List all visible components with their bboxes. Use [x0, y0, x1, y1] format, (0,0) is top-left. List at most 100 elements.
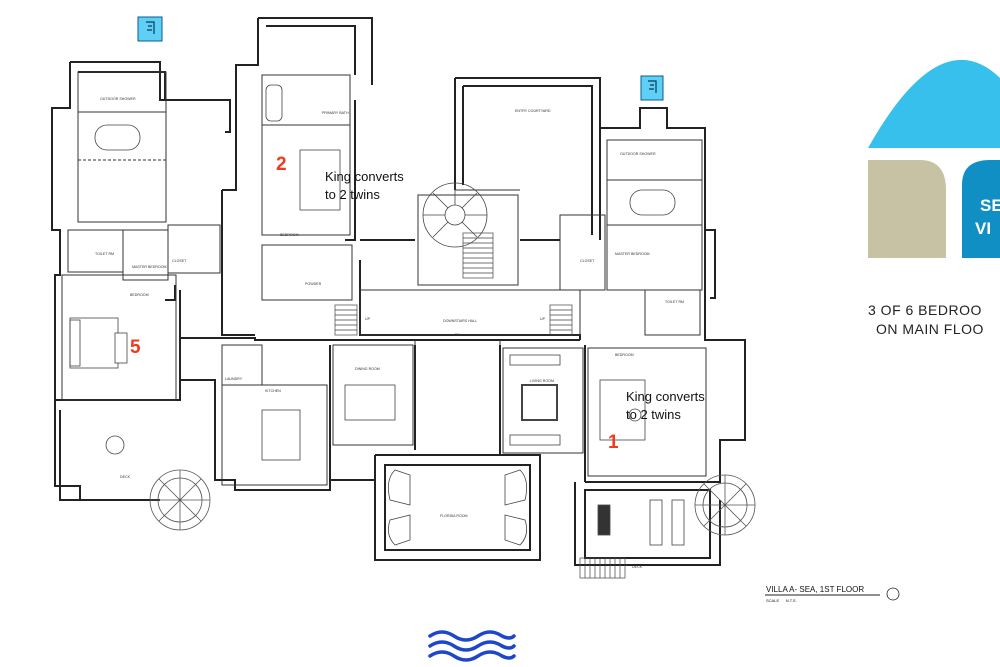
- shower-icon-left: [137, 16, 163, 42]
- master-bedroom-left-closet: [122, 229, 169, 281]
- florida-couch-right: [504, 469, 528, 506]
- label-toilet-left: TOILET RM: [95, 252, 114, 256]
- wall: [266, 25, 356, 75]
- wall: [258, 17, 373, 85]
- lounge-2: [671, 499, 685, 546]
- label-primary-bath: PRIMARY BATH: [322, 111, 349, 115]
- label-deck-left: DECK: [120, 475, 131, 479]
- label-closet-left: CLOSET: [172, 259, 187, 263]
- label-deck-right: DECK: [632, 565, 643, 569]
- bedroom-2-room: [261, 124, 351, 236]
- florida-couch-bl: [387, 514, 411, 546]
- wave-logo-icon: [428, 630, 516, 662]
- bedroom-1-room: [587, 347, 707, 477]
- wall: [180, 379, 375, 491]
- label-bedroom-right: BEDROOM: [615, 353, 634, 357]
- tub-left: [94, 124, 141, 151]
- label-closet-right: CLOSET: [580, 259, 595, 263]
- bath-2-room: [261, 74, 351, 126]
- wall: [359, 260, 581, 340]
- coffee-table: [521, 384, 558, 421]
- label-downstairs-hall: DOWNSTAIRS HALL: [443, 319, 477, 323]
- label-entry-court: ENTRY COURTYARD: [515, 109, 551, 113]
- master-bath-left-room: [77, 111, 167, 223]
- wall: [374, 454, 541, 561]
- gazebo-left: [149, 469, 211, 531]
- master-bath-right-room: [606, 179, 703, 226]
- wall: [70, 61, 231, 133]
- outdoor-shower-left-room: [77, 71, 167, 113]
- bedroom-number-1: 1: [608, 432, 619, 453]
- label-living-room: LIVING ROOM: [530, 379, 554, 383]
- wall: [584, 489, 711, 559]
- dining-table: [344, 384, 396, 421]
- kitchen-room: [221, 384, 328, 486]
- toilet-left-room: [67, 229, 124, 273]
- kitchen-island: [261, 409, 301, 461]
- headboard-5: [114, 332, 128, 364]
- label-powder: POWDER: [305, 282, 322, 286]
- bed-1: [599, 379, 646, 441]
- wall: [221, 190, 255, 336]
- label-toilet-right: TOILET RM: [665, 300, 684, 304]
- caption-line1: 3 OF 6 BEDROO: [868, 302, 982, 318]
- wall: [180, 337, 580, 341]
- florida-couch-br: [504, 514, 528, 546]
- florida-couch-left: [387, 469, 411, 506]
- living-room-room: [502, 347, 584, 454]
- bedroom-number-5: 5: [130, 337, 141, 358]
- stair-left: [417, 194, 519, 286]
- label-up-left: UP: [365, 317, 371, 321]
- toilet-right-room: [644, 289, 701, 336]
- logo-text-line2: VI: [975, 219, 992, 238]
- wall: [59, 410, 160, 501]
- wall: [463, 85, 593, 235]
- bedroom-5-room: [61, 274, 177, 401]
- spiral-stair: [422, 182, 488, 248]
- plan-scale: SCALE N.T.S.: [766, 598, 797, 603]
- wall: [384, 464, 531, 551]
- label-kitchen: KITCHEN: [265, 389, 281, 393]
- wall: [51, 62, 81, 500]
- title-ref-circle: [886, 587, 900, 601]
- note-king-converts-right: King converts to 2 twins: [626, 389, 705, 422]
- bed-2: [299, 149, 341, 211]
- logo-teal-shape: [962, 160, 1000, 258]
- table-left: [105, 435, 125, 455]
- label-bedroom-upper: BEDROOM: [280, 233, 299, 237]
- downstairs-hall-room: [359, 289, 581, 336]
- label-laundry: LAUNDRY: [225, 377, 243, 381]
- label-master-bedroom-left: MASTER BEDROOM: [132, 265, 167, 269]
- wall: [585, 230, 746, 483]
- logo-text-line1: SE: [980, 196, 1000, 215]
- logo-dome-shape: [868, 59, 1000, 148]
- label-dining-room: DINING ROOM: [355, 367, 380, 371]
- label-outdoor-shower-left: OUTDOOR SHOWER: [100, 97, 136, 101]
- caption-line2: ON MAIN FLOO: [876, 321, 984, 337]
- sofa-bottom: [509, 434, 561, 446]
- label-dn: DN: [455, 333, 461, 337]
- table-right: [628, 408, 642, 422]
- wall: [455, 77, 601, 240]
- closet-right-room: [559, 214, 606, 291]
- gazebo-right: [694, 474, 756, 536]
- bed-5-pillow: [69, 319, 81, 367]
- outdoor-shower-right-room: [606, 139, 703, 181]
- label-outdoor-shower-right: OUTDOOR SHOWER: [620, 152, 656, 156]
- wall: [600, 107, 716, 299]
- plan-title: VILLA A- SEA, 1ST FLOOR: [766, 585, 865, 594]
- wall: [345, 100, 356, 241]
- label-florida-room: FLORIDA ROOM: [440, 514, 468, 518]
- powder-room: [261, 244, 353, 301]
- label-master-bedroom-right: MASTER BEDROOM: [615, 252, 650, 256]
- tub-upper: [265, 84, 283, 122]
- note-king-converts-upper: King converts to 2 twins: [325, 169, 404, 202]
- wall: [222, 18, 259, 191]
- logo-sand-shape: [868, 160, 946, 258]
- tub-right: [629, 189, 676, 216]
- bed-5: [69, 317, 119, 369]
- dining-room-room: [332, 344, 414, 446]
- label-up-right: UP: [540, 317, 546, 321]
- shower-icon-right: [640, 75, 664, 101]
